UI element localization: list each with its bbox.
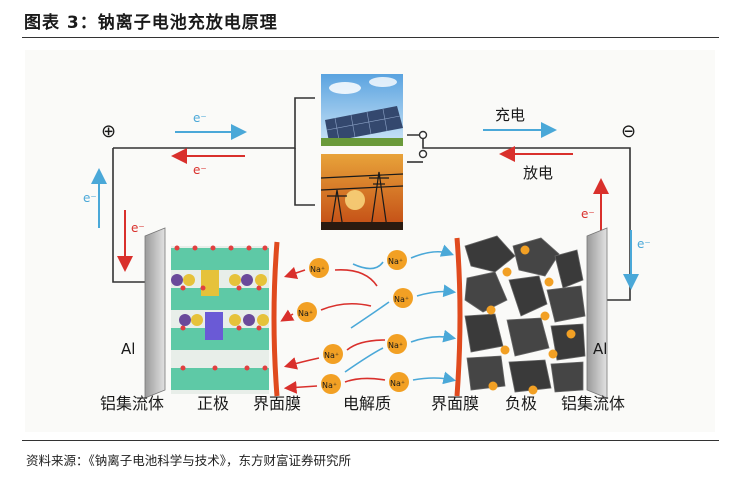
anode <box>464 235 586 395</box>
negative-terminal: ⊖ <box>621 121 636 142</box>
label-left-current-collector: 铝集流体 <box>100 394 165 413</box>
na-ion-charge-1: Na⁺ <box>352 244 454 270</box>
label-left-sei: 界面膜 <box>253 394 302 413</box>
battery-diagram: ⊕ ⊖ e⁻ e⁻ 充电 放电 e⁻ e⁻ e⁻ e⁻ Al <box>25 50 715 432</box>
cathode <box>171 245 269 394</box>
svg-text:Na⁺: Na⁺ <box>394 295 409 304</box>
na-ion-charge-3: Na⁺ <box>344 329 457 373</box>
bottom-rule <box>22 440 719 441</box>
wire-left-down <box>112 255 147 283</box>
electron-label-top-discharge: e⁻ <box>193 163 207 177</box>
label-cathode: 正极 <box>197 394 230 413</box>
svg-text:Na⁺: Na⁺ <box>322 381 337 390</box>
wire-top-left <box>113 97 315 149</box>
charge-label: 充电 <box>495 106 525 124</box>
positive-terminal: ⊕ <box>101 121 116 142</box>
na-ion-discharge-3: Na⁺ <box>283 339 386 370</box>
source-note: 资料来源：《钠离子电池科学与技术》，东方财富证券研究所 <box>26 453 352 468</box>
electron-label-left-charge: e⁻ <box>83 191 97 205</box>
na-ion-charge-2: Na⁺ <box>350 284 457 329</box>
electron-label-right-discharge: e⁻ <box>581 207 595 221</box>
figure-title: 图表 3：钠离子电池充放电原理 <box>24 13 278 33</box>
right-sei-film <box>454 237 463 397</box>
al-right-label: Al <box>593 340 607 358</box>
na-ion-discharge-2: Na⁺ <box>280 302 372 322</box>
electron-label-top-charge: e⁻ <box>193 111 207 125</box>
svg-text:Na⁺: Na⁺ <box>388 341 403 350</box>
left-sei-film <box>271 241 280 397</box>
na-ion-discharge-4: Na⁺ <box>283 374 386 394</box>
svg-text:Na⁺: Na⁺ <box>388 257 403 266</box>
label-right-current-collector: 铝集流体 <box>561 394 626 413</box>
wire-bottom-left <box>294 148 315 206</box>
svg-text:Na⁺: Na⁺ <box>390 379 405 388</box>
solar-panel-image <box>321 74 403 146</box>
top-rule <box>22 37 719 38</box>
svg-text:Na⁺: Na⁺ <box>310 265 325 274</box>
label-anode: 负极 <box>505 394 538 413</box>
label-right-sei: 界面膜 <box>431 394 480 413</box>
switch-contact-top <box>418 130 428 140</box>
electron-label-left-discharge: e⁻ <box>131 221 145 235</box>
na-ion-charge-4: Na⁺ <box>389 371 457 392</box>
right-current-collector <box>586 227 608 399</box>
al-left-label: Al <box>121 340 135 358</box>
svg-text:Na⁺: Na⁺ <box>324 351 339 360</box>
electron-label-right-charge: e⁻ <box>637 237 651 251</box>
label-electrolyte: 电解质 <box>343 394 392 413</box>
switch-contact-bottom <box>418 149 428 159</box>
left-current-collector <box>144 227 166 399</box>
discharge-label: 放电 <box>523 164 553 182</box>
na-ion-discharge-1: Na⁺ <box>283 258 378 287</box>
svg-text:Na⁺: Na⁺ <box>298 309 313 318</box>
power-tower-image <box>320 154 404 230</box>
